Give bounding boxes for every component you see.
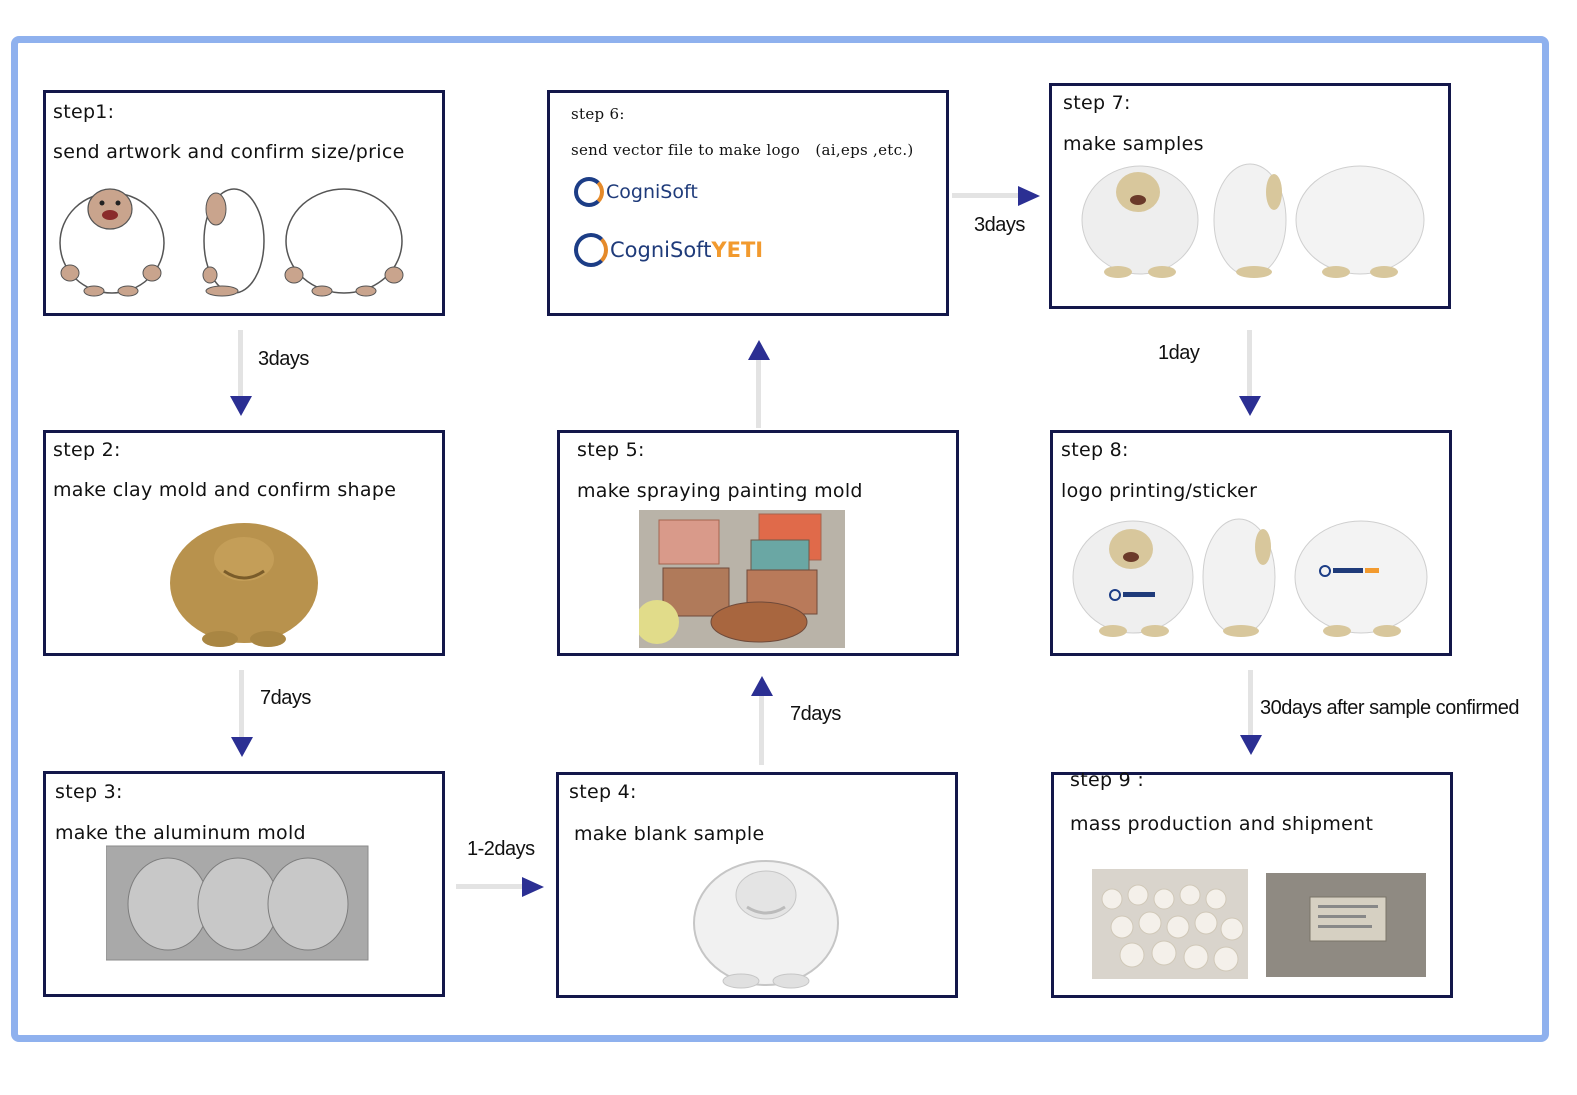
step-2-box: step 2: make clay mold and confirm shape (43, 430, 445, 656)
cognisoft-logo: CogniSoft (574, 177, 698, 207)
cognisoft-yeti-logo: CogniSoft YETI (574, 233, 763, 267)
step-1-box: step1: send artwork and confirm size/pri… (43, 90, 445, 316)
step-6-desc: send vector file to make logo (ai,eps ,e… (571, 141, 914, 159)
logo-printed-samples-photo (1072, 518, 1428, 637)
step-9-box: step 9 : mass production and shipment (1051, 769, 1453, 998)
step-4-box: step 4: make blank sample (556, 772, 958, 998)
step-4-desc: make blank sample (574, 823, 765, 845)
cognisoft-logo-text: CogniSoft (606, 181, 698, 203)
arrow-3-4-shaft (456, 884, 526, 889)
arrow-8-9-label: 30days after sample confirmed (1260, 697, 1519, 719)
step-5-desc: make spraying painting mold (577, 480, 863, 502)
step-7-desc: make samples (1063, 133, 1204, 155)
aluminum-mold-photo (106, 845, 369, 961)
samples-photo (1081, 163, 1425, 278)
step-2-title: step 2: (53, 439, 121, 461)
step-7-title: step 7: (1063, 92, 1131, 114)
arrow-7-8-shaft (1247, 330, 1252, 398)
mass-production-photo (1092, 869, 1248, 979)
arrow-6-7-head (1018, 186, 1040, 206)
arrow-6-7-shaft (952, 193, 1020, 198)
step-8-title: step 8: (1061, 439, 1129, 461)
step-3-title: step 3: (55, 781, 123, 803)
arrow-5-6-shaft (756, 358, 761, 428)
blank-sample-photo (693, 860, 839, 989)
step-9-title: step 9 : (1070, 769, 1145, 791)
arrow-4-5-label: 7days (790, 703, 841, 725)
step-5-box: step 5: make spraying painting mold (557, 430, 959, 656)
arrow-1-2-label: 3days (258, 348, 309, 370)
arrow-1-2-shaft (238, 330, 243, 398)
arrow-4-5-head (751, 676, 773, 696)
arrow-2-3-shaft (239, 670, 244, 738)
step-8-desc: logo printing/sticker (1061, 480, 1258, 502)
step-6-box: step 6: send vector file to make logo (a… (547, 90, 949, 316)
arrow-3-4-label: 1-2days (467, 838, 535, 860)
arrow-7-8-label: 1day (1158, 342, 1200, 364)
step-1-desc: send artwork and confirm size/price (53, 141, 405, 163)
arrow-8-9-shaft (1248, 670, 1253, 738)
arrow-8-9-head (1240, 735, 1262, 755)
cognisoft-yeti-ring-icon (574, 233, 608, 267)
yeti-logo-suffix: YETI (711, 238, 764, 262)
step-6-title: step 6: (571, 105, 625, 123)
step-4-title: step 4: (569, 781, 637, 803)
step-5-title: step 5: (577, 439, 645, 461)
step-2-desc: make clay mold and confirm shape (53, 479, 397, 501)
yeti-artwork-illustration (59, 188, 404, 297)
arrow-4-5-shaft (759, 695, 764, 765)
step-3-desc: make the aluminum mold (55, 822, 306, 844)
shipment-carton-photo (1266, 873, 1426, 977)
step-7-box: step 7: make samples (1049, 83, 1451, 309)
step-1-title: step1: (53, 101, 115, 123)
cognisoft-ring-icon (574, 177, 604, 207)
step-8-box: step 8: logo printing/sticker (1050, 430, 1452, 656)
arrow-1-2-head (230, 396, 252, 416)
spraying-mold-photo (639, 510, 845, 648)
clay-mold-photo (170, 523, 318, 647)
arrow-6-7-label: 3days (974, 214, 1025, 236)
arrow-5-6-head (748, 340, 770, 360)
arrow-2-3-label: 7days (260, 687, 311, 709)
step-9-desc: mass production and shipment (1070, 813, 1374, 835)
cognisoft-yeti-logo-text: CogniSoft (610, 238, 712, 262)
arrow-7-8-head (1239, 396, 1261, 416)
arrow-2-3-head (231, 737, 253, 757)
step-3-box: step 3: make the aluminum mold (43, 771, 445, 997)
arrow-3-4-head (522, 877, 544, 897)
